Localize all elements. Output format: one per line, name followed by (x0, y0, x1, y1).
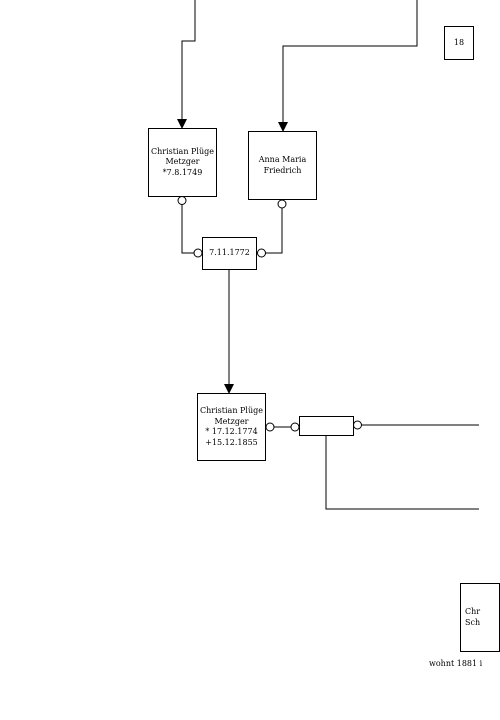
pedigree-connectors (177, 0, 479, 510)
person-box-anna-maria[interactable]: Anna Maria Friedrich (248, 131, 317, 200)
marriage-box-1772[interactable]: 7.11.1772 (202, 237, 257, 270)
junction-circle (193, 248, 203, 258)
page-number-box: 18 (444, 26, 474, 60)
junction-circle (290, 422, 300, 432)
junction-circle (257, 248, 266, 258)
person-box-partial-right[interactable]: Chr Sch (460, 583, 500, 652)
person-box-christian-1774[interactable]: Christian Plüge Metzger * 17.12.1774 +15… (197, 393, 266, 461)
connector-christian-1749-to-marriage (181, 196, 198, 254)
junction-circle (177, 196, 187, 205)
junction-circle (265, 422, 275, 432)
connector-marriage-2-to-child (325, 435, 479, 510)
junction-circle (353, 420, 362, 430)
marriage-box-2[interactable] (299, 416, 354, 436)
junction-circle (277, 199, 287, 209)
connector-parent-to-christian-1749 (177, 0, 196, 129)
connector-parent-to-anna-maria (278, 0, 418, 132)
connector-anna-maria-to-marriage (261, 200, 283, 254)
person-box-christian-1749[interactable]: Christian Plüge Metzger *7.8.1749 (148, 128, 217, 197)
residence-note: wohnt 1881 i (429, 659, 483, 668)
